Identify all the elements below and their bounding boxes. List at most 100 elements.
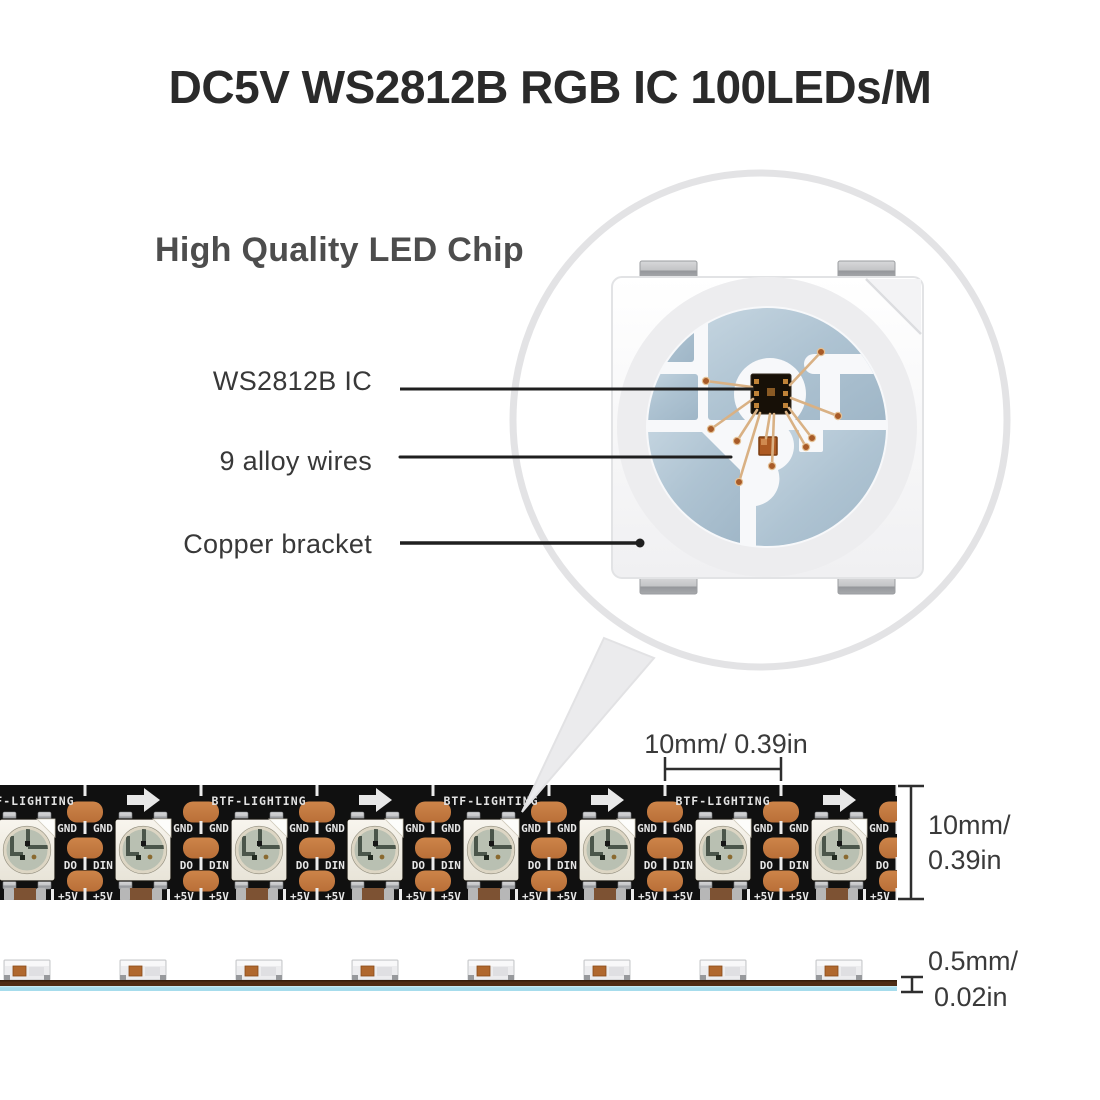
side-die bbox=[824, 965, 839, 977]
led-package bbox=[694, 811, 752, 890]
side-led-package bbox=[583, 959, 631, 981]
cut-tick bbox=[431, 857, 435, 870]
din-label: DIN bbox=[93, 859, 113, 872]
power-label: +5V bbox=[754, 890, 774, 903]
led-corner-notch bbox=[732, 818, 752, 838]
led-lens bbox=[3, 826, 51, 874]
led-package bbox=[114, 811, 172, 890]
callout-label-alloy-wires: 9 alloy wires bbox=[219, 446, 372, 476]
power-label: +5V bbox=[522, 890, 542, 903]
chip-leg bbox=[639, 260, 698, 279]
lens-markings bbox=[126, 829, 164, 860]
power-label: +5V bbox=[789, 890, 809, 903]
wire-bond-dots bbox=[701, 347, 843, 487]
led-leg bbox=[385, 880, 400, 890]
cut-tick bbox=[895, 857, 897, 870]
led-corner-notch bbox=[36, 818, 56, 838]
power-label: +5V bbox=[638, 890, 658, 903]
side-die bbox=[592, 965, 607, 977]
gnd-label: GND bbox=[173, 822, 193, 835]
led-leg bbox=[501, 880, 516, 890]
led-leg bbox=[466, 880, 481, 890]
dimension-pitch bbox=[663, 757, 783, 781]
led-lens bbox=[699, 826, 747, 874]
brand-text: BTF-LIGHTING bbox=[443, 794, 538, 808]
power-label: +5V bbox=[93, 890, 113, 903]
led-lens bbox=[815, 826, 863, 874]
gnd-label: GND bbox=[557, 822, 577, 835]
copper-pad bbox=[531, 870, 567, 892]
led-corner-notch bbox=[152, 818, 172, 838]
cut-tick bbox=[747, 889, 750, 900]
do-label: DO bbox=[760, 859, 774, 872]
led-corner-notch bbox=[616, 818, 636, 838]
magnifier-tail bbox=[521, 636, 656, 813]
copper-pad bbox=[647, 870, 683, 892]
power-label: +5V bbox=[441, 890, 461, 903]
led-leg bbox=[849, 880, 864, 890]
chip-legs bbox=[639, 260, 896, 595]
smd-component bbox=[4, 888, 46, 900]
cut-tick bbox=[895, 785, 897, 796]
gnd-label: GND bbox=[869, 822, 889, 835]
led-package bbox=[462, 811, 520, 890]
led-leg bbox=[2, 880, 17, 890]
cut-tick bbox=[663, 857, 667, 870]
chip-leg bbox=[639, 576, 698, 595]
copper-pad bbox=[299, 801, 335, 823]
do-label: DO bbox=[528, 859, 542, 872]
smd-component bbox=[120, 888, 162, 900]
lens-markings bbox=[474, 829, 512, 860]
callout-label-copper-bracket: Copper bracket bbox=[183, 529, 372, 559]
direction-arrow-icon bbox=[591, 788, 624, 812]
do-label: DO bbox=[180, 859, 194, 872]
power-label: +5V bbox=[406, 890, 426, 903]
power-label: +5V bbox=[325, 890, 345, 903]
side-led-package bbox=[119, 959, 167, 981]
lens-markings bbox=[358, 829, 396, 860]
copper-pad bbox=[647, 837, 683, 859]
copper-pad bbox=[531, 801, 567, 823]
copper-pad bbox=[763, 870, 799, 892]
dimension-width-bracket bbox=[898, 784, 924, 901]
side-led-package bbox=[235, 959, 283, 981]
led-leg bbox=[814, 880, 829, 890]
dimension-thickness-bracket bbox=[901, 975, 923, 994]
cut-tick bbox=[83, 821, 87, 834]
callout-label-ws2812b-ic: WS2812B IC bbox=[212, 366, 372, 396]
led-lens bbox=[583, 826, 631, 874]
side-die bbox=[128, 965, 143, 977]
gnd-label: GND bbox=[905, 822, 925, 835]
brand-text: BTF-LIGHTING bbox=[211, 794, 306, 808]
side-die bbox=[244, 965, 259, 977]
smd-component bbox=[468, 888, 510, 900]
din-label: DIN bbox=[673, 859, 693, 872]
cut-tick bbox=[199, 821, 203, 834]
power-label: +5V bbox=[290, 890, 310, 903]
direction-arrow-icon bbox=[127, 788, 160, 812]
chip-leg bbox=[837, 260, 896, 279]
section-heading: High Quality LED Chip bbox=[155, 231, 524, 269]
cut-tick bbox=[779, 857, 783, 870]
cut-tick bbox=[779, 821, 783, 834]
copper-pad bbox=[183, 870, 219, 892]
cut-tick bbox=[547, 888, 551, 900]
adhesive-layer bbox=[0, 986, 897, 991]
cut-tick bbox=[167, 889, 170, 900]
cut-tick bbox=[199, 785, 203, 796]
copper-pad bbox=[647, 801, 683, 823]
power-label: +5V bbox=[870, 890, 890, 903]
copper-pad bbox=[67, 870, 103, 892]
page-title: DC5V WS2812B RGB IC 100LEDs/M bbox=[168, 61, 932, 113]
copper-pad bbox=[183, 837, 219, 859]
copper-pad bbox=[67, 837, 103, 859]
dim-width-label-line2: 0.39in bbox=[928, 845, 1002, 875]
gnd-label: GND bbox=[93, 822, 113, 835]
dim-thickness-label-line1: 0.5mm/ bbox=[928, 946, 1019, 976]
smd-component bbox=[700, 888, 742, 900]
cut-tick bbox=[431, 785, 435, 796]
